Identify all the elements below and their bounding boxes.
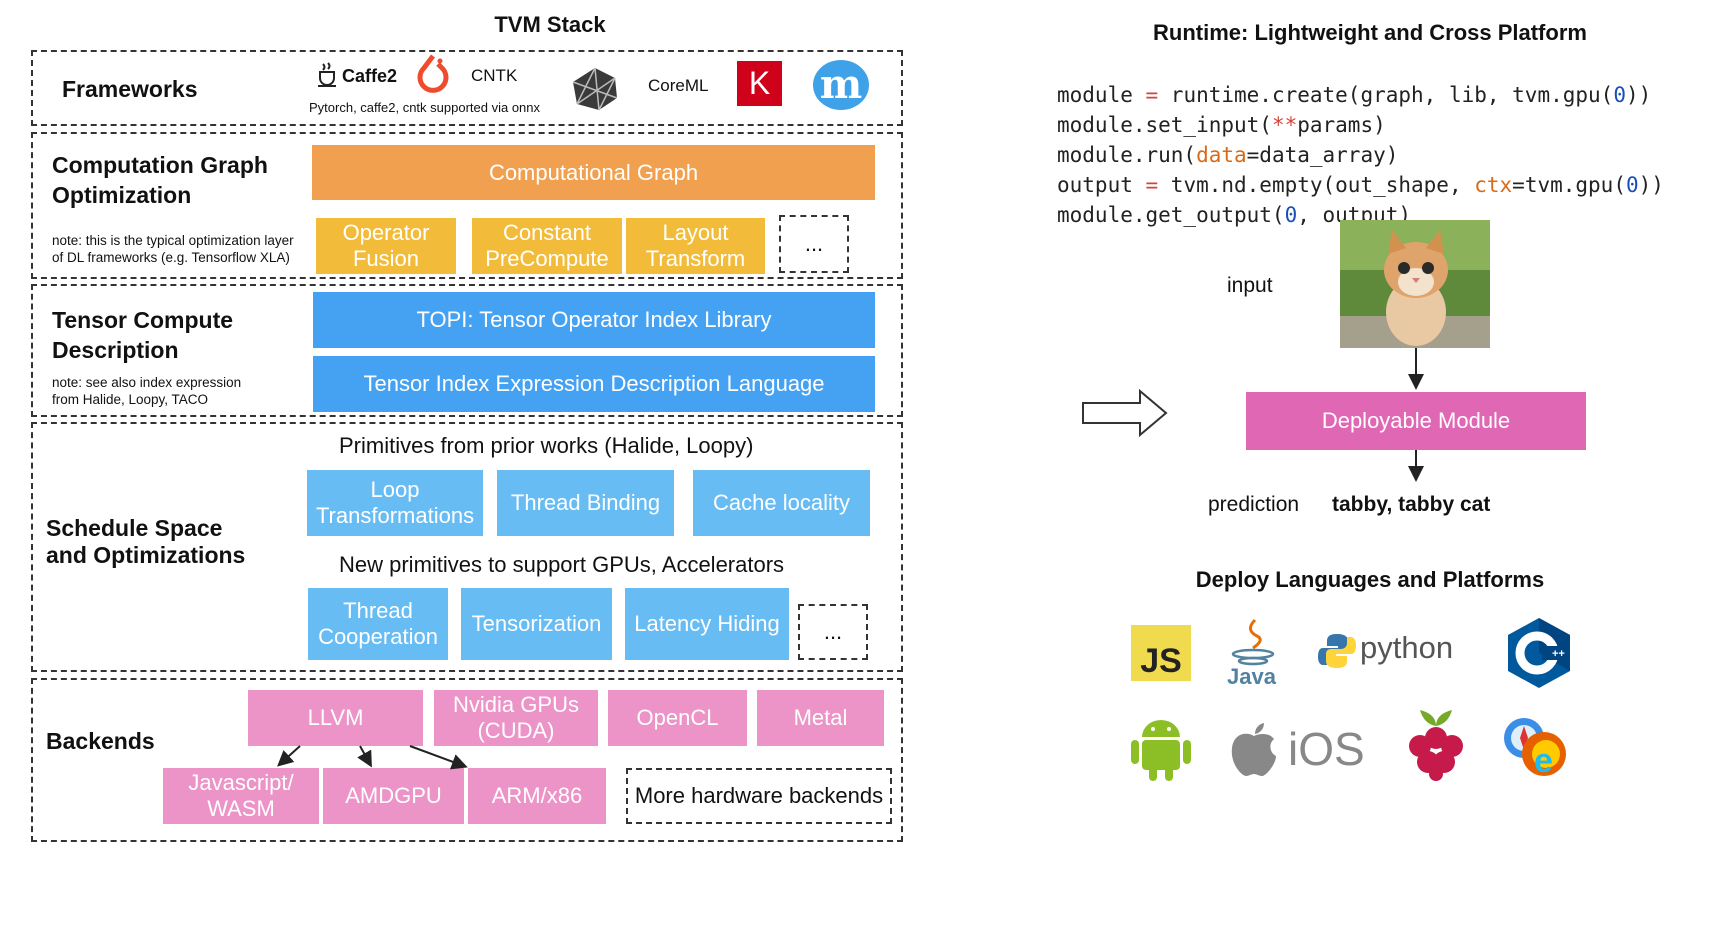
- prediction-label: prediction: [1208, 493, 1300, 516]
- operator-fusion-box: Operator Fusion: [316, 218, 456, 274]
- python-logo-text: python: [1360, 630, 1454, 665]
- more-backends-box: More hardware backends: [626, 768, 892, 824]
- frameworks-section: [31, 50, 903, 126]
- javascript-icon: JS: [1131, 625, 1191, 681]
- ios-logo-text: iOS: [1288, 723, 1365, 775]
- tensor-compute-section: [31, 284, 903, 417]
- cuda-box: Nvidia GPUs (CUDA): [434, 690, 598, 746]
- svg-text:e: e: [1534, 742, 1553, 780]
- cat-image: [1340, 220, 1490, 348]
- graph-more-box: ...: [779, 215, 849, 273]
- android-icon: [1128, 713, 1194, 783]
- graph-optimization-section: [31, 132, 903, 279]
- cntk-logo-text: CNTK: [471, 66, 518, 85]
- new-primitives-heading: New primitives to support GPUs, Accelera…: [339, 552, 785, 577]
- loop-transformations-box: Loop Transformations: [307, 470, 483, 536]
- tensor-compute-label: Tensor Compute Description: [52, 307, 234, 363]
- tensor-expression-box: Tensor Index Expression Description Lang…: [313, 356, 875, 412]
- llvm-box: LLVM: [248, 690, 423, 746]
- deploy-title: Deploy Languages and Platforms: [1195, 567, 1545, 592]
- onnx-note: Pytorch, caffe2, cntk supported via onnx: [309, 100, 541, 115]
- caffe2-logo-text: Caffe2: [342, 66, 398, 86]
- schedule-label: Schedule Space and Optimizations: [46, 515, 246, 568]
- browsers-icon: e: [1500, 714, 1576, 780]
- svg-text:++: ++: [1552, 648, 1565, 660]
- coreml-logo-text: CoreML: [648, 76, 709, 95]
- cpp-icon: ++: [1506, 616, 1572, 690]
- raspberry-pi-icon: [1398, 706, 1474, 782]
- graph-optimization-note: note: this is the typical optimization l…: [52, 233, 294, 265]
- prior-primitives-heading: Primitives from prior works (Halide, Loo…: [339, 433, 754, 458]
- tvm-stack-title: TVM Stack: [494, 12, 606, 37]
- python-icon: [1318, 632, 1356, 670]
- pytorch-icon: [416, 54, 450, 96]
- thread-binding-box: Thread Binding: [497, 470, 674, 536]
- backends-label: Backends: [46, 728, 155, 754]
- prediction-value: tabby, tabby cat: [1332, 493, 1491, 516]
- frameworks-label: Frameworks: [62, 76, 198, 102]
- constant-precompute-box: Constant PreCompute: [472, 218, 622, 274]
- schedule-more-box: ...: [798, 604, 868, 660]
- java-icon: [1225, 618, 1281, 666]
- runtime-code-block: module = runtime.create(graph, lib, tvm.…: [1057, 83, 1664, 227]
- input-label: input: [1227, 274, 1273, 297]
- amdgpu-box: AMDGPU: [323, 768, 464, 824]
- metal-box: Metal: [757, 690, 884, 746]
- schedule-section: [31, 422, 903, 672]
- layout-transform-box: Layout Transform: [626, 218, 765, 274]
- deployable-module-box: Deployable Module: [1246, 392, 1586, 450]
- java-logo-text: Java: [1227, 664, 1276, 689]
- onnx-icon: [571, 66, 619, 112]
- mxnet-icon: m: [813, 60, 869, 110]
- topi-box: TOPI: Tensor Operator Index Library: [313, 292, 875, 348]
- computational-graph-box: Computational Graph: [312, 145, 875, 200]
- latency-hiding-box: Latency Hiding: [625, 588, 789, 660]
- cache-locality-box: Cache locality: [693, 470, 870, 536]
- javascript-wasm-box: Javascript/ WASM: [163, 768, 319, 824]
- backends-section: [31, 678, 903, 842]
- thread-cooperation-box: Thread Cooperation: [308, 588, 448, 660]
- arm-x86-box: ARM/x86: [468, 768, 606, 824]
- keras-icon: K: [737, 61, 782, 106]
- graph-optimization-label: Computation Graph Optimization: [52, 152, 268, 208]
- opencl-box: OpenCL: [608, 690, 747, 746]
- tensorization-box: Tensorization: [461, 588, 612, 660]
- caffe2-icon: [316, 60, 340, 88]
- apple-icon: [1228, 722, 1280, 776]
- tensor-compute-note: note: see also index expression from Hal…: [52, 375, 242, 407]
- runtime-title: Runtime: Lightweight and Cross Platform: [1153, 20, 1587, 45]
